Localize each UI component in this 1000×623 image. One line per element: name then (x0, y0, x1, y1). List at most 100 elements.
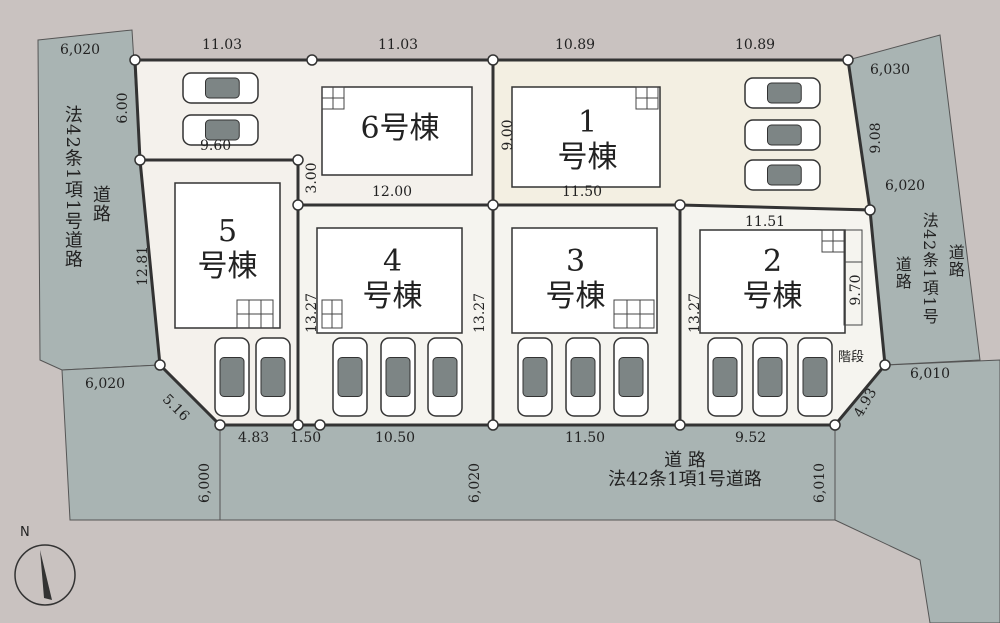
road-label-right-a: 法42条1項1号 (919, 212, 939, 325)
road-label-bottom: 道 路 法42条1項1号道路 (545, 450, 825, 490)
car-icon (332, 337, 368, 417)
dim-top-1-right: 10.89 (735, 37, 776, 53)
building-6 (321, 86, 473, 176)
dim-right-road-mid: 6,020 (885, 178, 926, 194)
boundary-marker (674, 199, 686, 211)
stairs-label: 階段 (838, 350, 865, 365)
car-icon (380, 337, 416, 417)
building-2-text: 号棟 (742, 278, 803, 314)
dim-lot6-inner: 9.60 (200, 138, 232, 154)
dim-bottom-2: 9.52 (735, 430, 767, 446)
dim-left-road-bottom: 6,020 (85, 376, 126, 392)
car-icon (517, 337, 553, 417)
dim-road-bottom-mid: 6,020 (467, 462, 483, 503)
car-icon (182, 114, 259, 146)
road-label-right-c: 道路 (892, 256, 912, 290)
car-icon (744, 159, 821, 191)
dim-bottom-4: 10.50 (375, 430, 416, 446)
car-icon (565, 337, 601, 417)
boundary-marker (154, 359, 166, 371)
boundary-marker (487, 54, 499, 66)
dim-right-road-bottom: 6,010 (910, 366, 951, 382)
car-icons (182, 72, 833, 417)
dim-right-top-side: 9.08 (868, 122, 884, 154)
boundary-marker (292, 199, 304, 211)
building-2-number: 2 (762, 244, 783, 279)
dim-bottom-gap: 1.50 (290, 430, 322, 446)
dim-bottom-3: 11.50 (565, 430, 606, 446)
deck-icons (236, 86, 863, 329)
dim-lot2-left: 13.27 (687, 292, 703, 333)
dim-b6-bottom: 12.00 (372, 184, 413, 200)
building-1-number: 1 (577, 105, 598, 140)
car-icon (744, 77, 821, 109)
dim-bottom-5: 4.83 (238, 430, 270, 446)
road-label-bottom-line1: 道 路 (664, 450, 706, 471)
building-1-text: 号棟 (557, 139, 618, 175)
building-5 (174, 182, 281, 329)
car-icon (752, 337, 788, 417)
dim-top-6-left: 11.03 (202, 37, 243, 53)
dim-right-road-top: 6,030 (870, 62, 911, 78)
car-icon (255, 337, 291, 417)
building-3 (511, 227, 658, 334)
north-arrow-icon (14, 544, 76, 606)
car-icon (707, 337, 743, 417)
boundary-marker (314, 419, 326, 431)
dim-lot4-right: 13.27 (472, 292, 488, 333)
boundary-marker (134, 154, 146, 166)
boundary-marker (879, 359, 891, 371)
building-5-text: 号棟 (197, 248, 258, 284)
car-icon (744, 119, 821, 151)
car-icon (182, 72, 259, 104)
building-6-label: 6号棟 (360, 111, 440, 146)
road-label-bottom-line2: 法42条1項1号道路 (608, 468, 762, 490)
boundary-markers (129, 54, 891, 431)
boundary-marker (214, 419, 226, 431)
car-icon (214, 337, 250, 417)
car-icon (797, 337, 833, 417)
car-icon (427, 337, 463, 417)
boundary-marker (129, 54, 141, 66)
dim-lot4-left: 13.27 (304, 292, 320, 333)
dim-lot2-top: 11.51 (745, 214, 786, 230)
building-2 (699, 229, 846, 334)
road-label-left-a: 法42条1項1号道路 (61, 105, 83, 269)
boundary-marker (842, 54, 854, 66)
building-3-text: 号棟 (545, 278, 606, 314)
boundary-marker (829, 419, 841, 431)
boundary-marker (487, 419, 499, 431)
dim-b1-side: 9.00 (500, 119, 516, 151)
road-label-left-b: 道路 (89, 185, 111, 223)
dim-lot6-step: 3.00 (304, 162, 320, 194)
dim-lot5-left: 12.81 (135, 245, 151, 286)
north-label: N (20, 525, 30, 540)
building-4 (316, 227, 463, 334)
building-4-text: 号棟 (362, 278, 423, 314)
dim-b1-bottom: 11.50 (562, 184, 603, 200)
building-4-number: 4 (382, 244, 403, 279)
boundary-marker (292, 154, 304, 166)
dim-top-6-right: 11.03 (378, 37, 419, 53)
building-1 (511, 86, 661, 188)
boundary-marker (487, 199, 499, 211)
building-5-number: 5 (217, 214, 238, 249)
dim-left-road-width: 6,020 (60, 42, 101, 58)
dim-road-bottom-left: 6,000 (197, 462, 213, 503)
dim-lot6-left: 6.00 (115, 92, 131, 124)
dim-lot2-right: 9.70 (848, 274, 864, 306)
boundary-marker (292, 419, 304, 431)
road-label-right-b: 道路 (945, 244, 965, 278)
car-icon (613, 337, 649, 417)
dim-top-1-left: 10.89 (555, 37, 596, 53)
boundary-marker (674, 419, 686, 431)
boundary-marker (306, 54, 318, 66)
building-3-number: 3 (565, 244, 586, 279)
